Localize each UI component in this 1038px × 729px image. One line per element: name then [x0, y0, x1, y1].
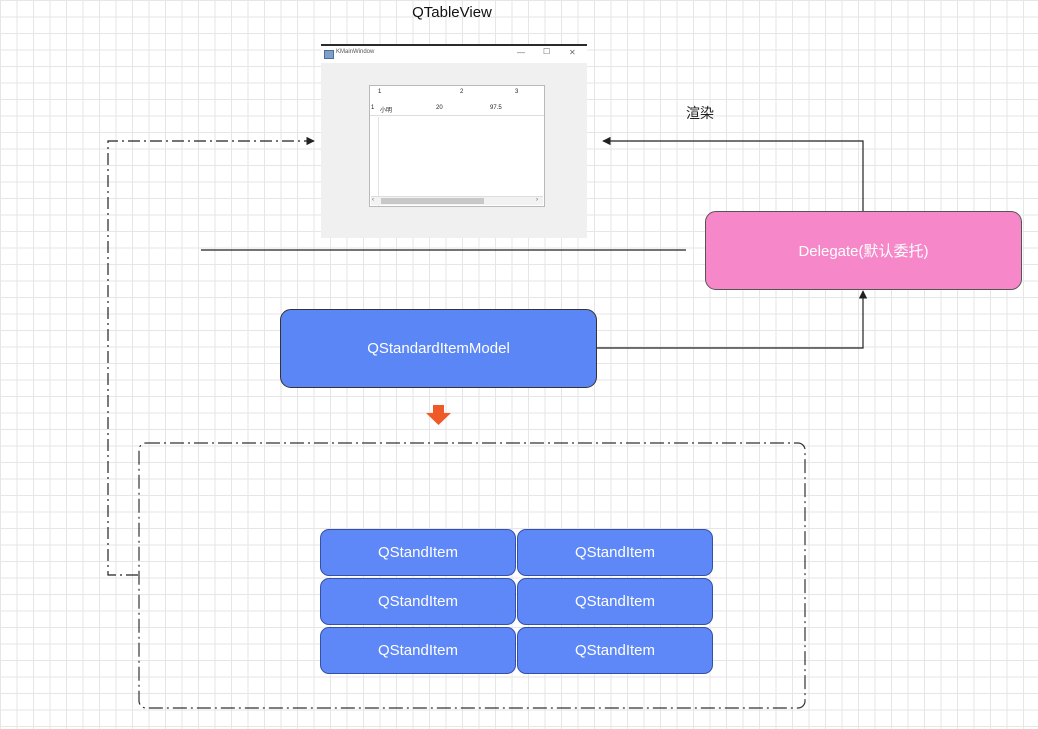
model-to-delegate-arrow [597, 290, 868, 349]
item-label: QStandItem [377, 593, 459, 610]
model-node: QStandardItemModel [280, 309, 597, 388]
maximize-icon[interactable]: ☐ [543, 47, 551, 56]
window-app-icon [324, 50, 334, 59]
window-title: KMainWindow [336, 49, 375, 55]
row-separator [370, 115, 544, 116]
item-node: QStandItem [517, 627, 713, 674]
item-label: QStandItem [377, 544, 459, 561]
dashdot-connector-to-tableview [107, 136, 315, 576]
item-label: QStandItem [574, 544, 656, 561]
table-view[interactable]: 1 2 3 1 小明 20 97.5 ‹ › [369, 85, 545, 207]
scroll-right-icon[interactable]: › [536, 197, 538, 203]
table-cell[interactable]: 小明 [380, 108, 393, 114]
render-arrow [602, 136, 864, 211]
horizontal-scrollbar[interactable]: ‹ › [371, 196, 543, 205]
minimize-icon[interactable]: — [517, 48, 525, 57]
column-header-3[interactable]: 3 [515, 89, 519, 95]
row-header-1[interactable]: 1 [371, 105, 375, 111]
column-header-2[interactable]: 2 [460, 89, 464, 95]
item-label: QStandItem [377, 642, 459, 659]
table-cell[interactable]: 20 [436, 105, 443, 111]
item-node: QStandItem [517, 578, 713, 625]
column-separator [378, 117, 379, 206]
render-label: 渲染 [686, 106, 714, 122]
item-node: QStandItem [320, 578, 516, 625]
column-header-1[interactable]: 1 [378, 89, 382, 95]
item-label: QStandItem [574, 593, 656, 610]
scrollbar-thumb[interactable] [381, 198, 484, 204]
model-label: QStandardItemModel [367, 340, 510, 357]
tableview-window-screenshot: KMainWindow — ☐ ✕ 1 2 3 1 小明 20 97.5 ‹ › [321, 44, 587, 238]
delegate-label: Delegate(默认委托) [798, 243, 929, 260]
items-container-border [138, 442, 806, 709]
item-label: QStandItem [574, 642, 656, 659]
delegate-node: Delegate(默认委托) [705, 211, 1022, 290]
window-titlebar: KMainWindow — ☐ ✕ [321, 44, 587, 63]
down-arrow-icon [426, 405, 451, 425]
item-node: QStandItem [320, 529, 516, 576]
item-node: QStandItem [320, 627, 516, 674]
diagram-title: QTableView [412, 4, 492, 21]
scroll-left-icon[interactable]: ‹ [372, 197, 374, 203]
close-icon[interactable]: ✕ [569, 48, 576, 57]
item-node: QStandItem [517, 529, 713, 576]
table-cell[interactable]: 97.5 [490, 105, 502, 111]
